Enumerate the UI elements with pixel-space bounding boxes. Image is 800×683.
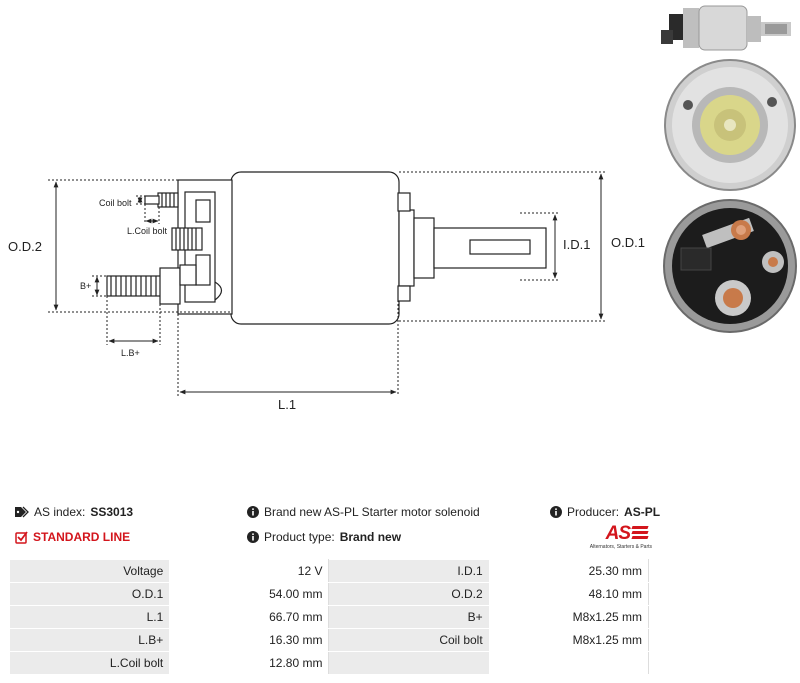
- plunger: [413, 217, 547, 279]
- checkbox-checked-icon: [15, 530, 28, 544]
- spec-label: L.Coil bolt: [8, 651, 171, 675]
- spec-value: M8x1.25 mm: [488, 628, 650, 652]
- as-pl-logo: AS Alternators, Starters & Parts: [586, 523, 652, 551]
- spec-label: L.B+: [8, 628, 171, 652]
- product-type-label: Product type:: [264, 530, 335, 544]
- spec-label: O.D.2: [328, 582, 490, 606]
- spec-value: 12.80 mm: [169, 651, 330, 675]
- lbplus-label: L.B+: [121, 348, 140, 358]
- coil-bolt: [144, 192, 179, 208]
- front-view-photo: [664, 59, 796, 191]
- spec-label: L.1: [8, 605, 171, 629]
- as-index-label: AS index:: [34, 505, 86, 519]
- spec-value: 48.10 mm: [488, 582, 650, 606]
- technical-drawing: O.D.2 O.D.1 I.D.1 L.1 L.B+ B+ Coil bolt …: [8, 171, 645, 412]
- standard-line: STANDARD LINE: [15, 530, 130, 544]
- info-icon: [247, 531, 259, 543]
- spec-value: 16.30 mm: [169, 628, 330, 652]
- od1-label: O.D.1: [611, 235, 645, 250]
- producer: Producer: AS-PL: [550, 505, 660, 519]
- as-index-value: SS3013: [90, 505, 134, 519]
- product-type-value: Brand new: [339, 530, 402, 544]
- id1-label: I.D.1: [563, 237, 590, 252]
- l-coil-bolt-label: L.Coil bolt: [127, 226, 168, 236]
- logo-bars-icon: [631, 526, 649, 542]
- producer-label: Producer:: [567, 505, 620, 519]
- info-icon: [247, 506, 259, 518]
- logo-mark: AS: [605, 523, 631, 544]
- info-icon: [550, 506, 562, 518]
- spec-value: 54.00 mm: [169, 582, 330, 606]
- product-type: Product type: Brand new: [247, 530, 401, 544]
- as-index: AS index: SS3013: [15, 505, 133, 519]
- bplus-label: B+: [80, 281, 91, 291]
- spec-label: [328, 651, 490, 675]
- spec-value: 25.30 mm: [488, 559, 650, 583]
- spec-value: M8x1.25 mm: [488, 605, 650, 629]
- spec-value: 12 V: [169, 559, 330, 583]
- spec-label: Coil bolt: [328, 628, 490, 652]
- logo-tagline: Alternators, Starters & Parts: [589, 544, 652, 550]
- spec-value: 66.70 mm: [169, 605, 330, 629]
- solenoid-body: [230, 171, 400, 325]
- spec-value: [488, 651, 650, 675]
- product-photos: [661, 5, 797, 333]
- spec-label: Voltage: [8, 559, 171, 583]
- product-description: Brand new AS-PL Starter motor solenoid: [247, 505, 480, 519]
- product-info: AS index: SS3013 STANDARD LINE Brand new…: [0, 500, 800, 560]
- spec-label: B+: [328, 605, 490, 629]
- side-view-photo: [661, 5, 791, 51]
- b-plus-bolt: [106, 264, 197, 305]
- spec-label: I.D.1: [328, 559, 490, 583]
- od2-label: O.D.2: [8, 239, 42, 254]
- spec-label: O.D.1: [8, 582, 171, 606]
- producer-value: AS-PL: [624, 505, 661, 519]
- l1-label: L.1: [278, 397, 296, 412]
- standard-line-text: STANDARD LINE: [33, 530, 131, 544]
- coil-bolt-label: Coil bolt: [99, 198, 132, 208]
- tag-icon: [15, 506, 29, 518]
- rear-view-photo: [663, 199, 797, 333]
- description-text: Brand new AS-PL Starter motor solenoid: [264, 505, 480, 519]
